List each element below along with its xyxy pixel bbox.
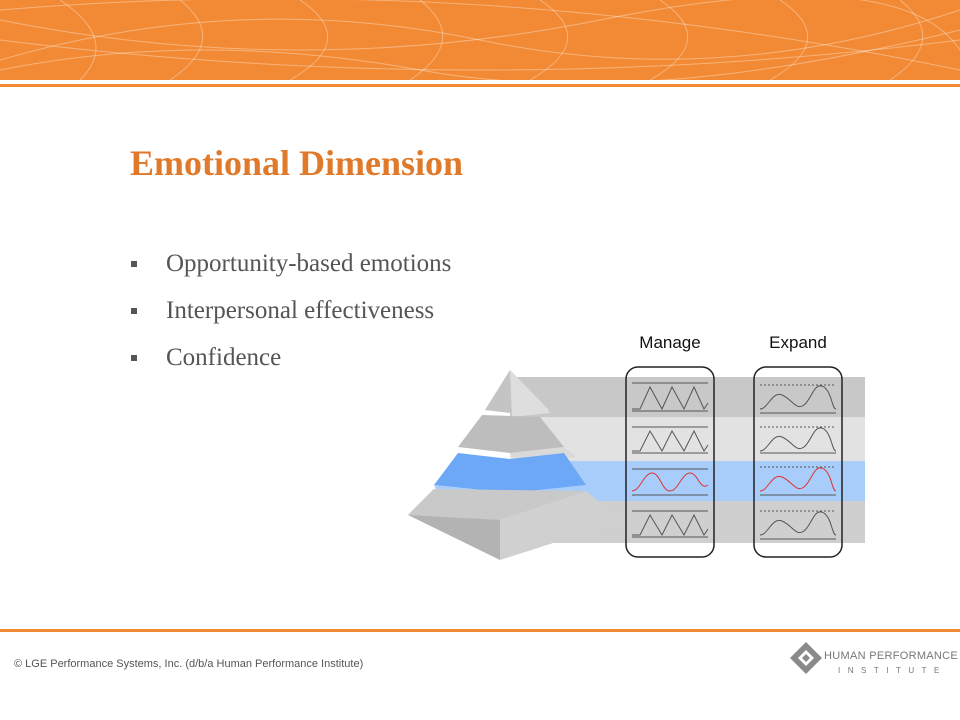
pyramid xyxy=(408,370,622,560)
footer-rule xyxy=(0,629,960,632)
bullet-text: Confidence xyxy=(166,344,282,371)
logo-text-line2: INSTITUTE xyxy=(838,666,947,675)
header-pattern xyxy=(0,0,960,80)
logo-text-line1: HUMAN PERFORMANCE xyxy=(824,650,959,662)
bullet-item: Interpersonal effectiveness xyxy=(130,293,451,340)
manage-column xyxy=(625,366,715,558)
hpi-logo: HUMAN PERFORMANCE INSTITUTE xyxy=(786,640,959,680)
copyright-text: © LGE Performance Systems, Inc. (d/b/a H… xyxy=(14,658,364,670)
slide-title: Emotional Dimension xyxy=(130,143,464,183)
column-label-expand: Expand xyxy=(769,333,827,352)
header-band xyxy=(0,0,960,80)
diamond-logo-icon xyxy=(790,642,822,674)
bullet-marker xyxy=(131,308,137,314)
bullet-marker xyxy=(131,261,137,267)
band-row xyxy=(510,377,865,417)
bullet-text: Opportunity-based emotions xyxy=(166,250,452,277)
bullet-item: Confidence xyxy=(130,340,451,387)
bullet-list: Opportunity-based emotions Interpersonal… xyxy=(130,246,451,387)
expand-column xyxy=(753,366,843,558)
pyramid-figure: Manage Expand xyxy=(408,333,865,560)
bullet-marker xyxy=(131,355,137,361)
header-rule xyxy=(0,84,960,87)
bullet-item: Opportunity-based emotions xyxy=(130,246,451,293)
bullet-text: Interpersonal effectiveness xyxy=(166,297,435,324)
column-label-manage: Manage xyxy=(639,333,700,352)
